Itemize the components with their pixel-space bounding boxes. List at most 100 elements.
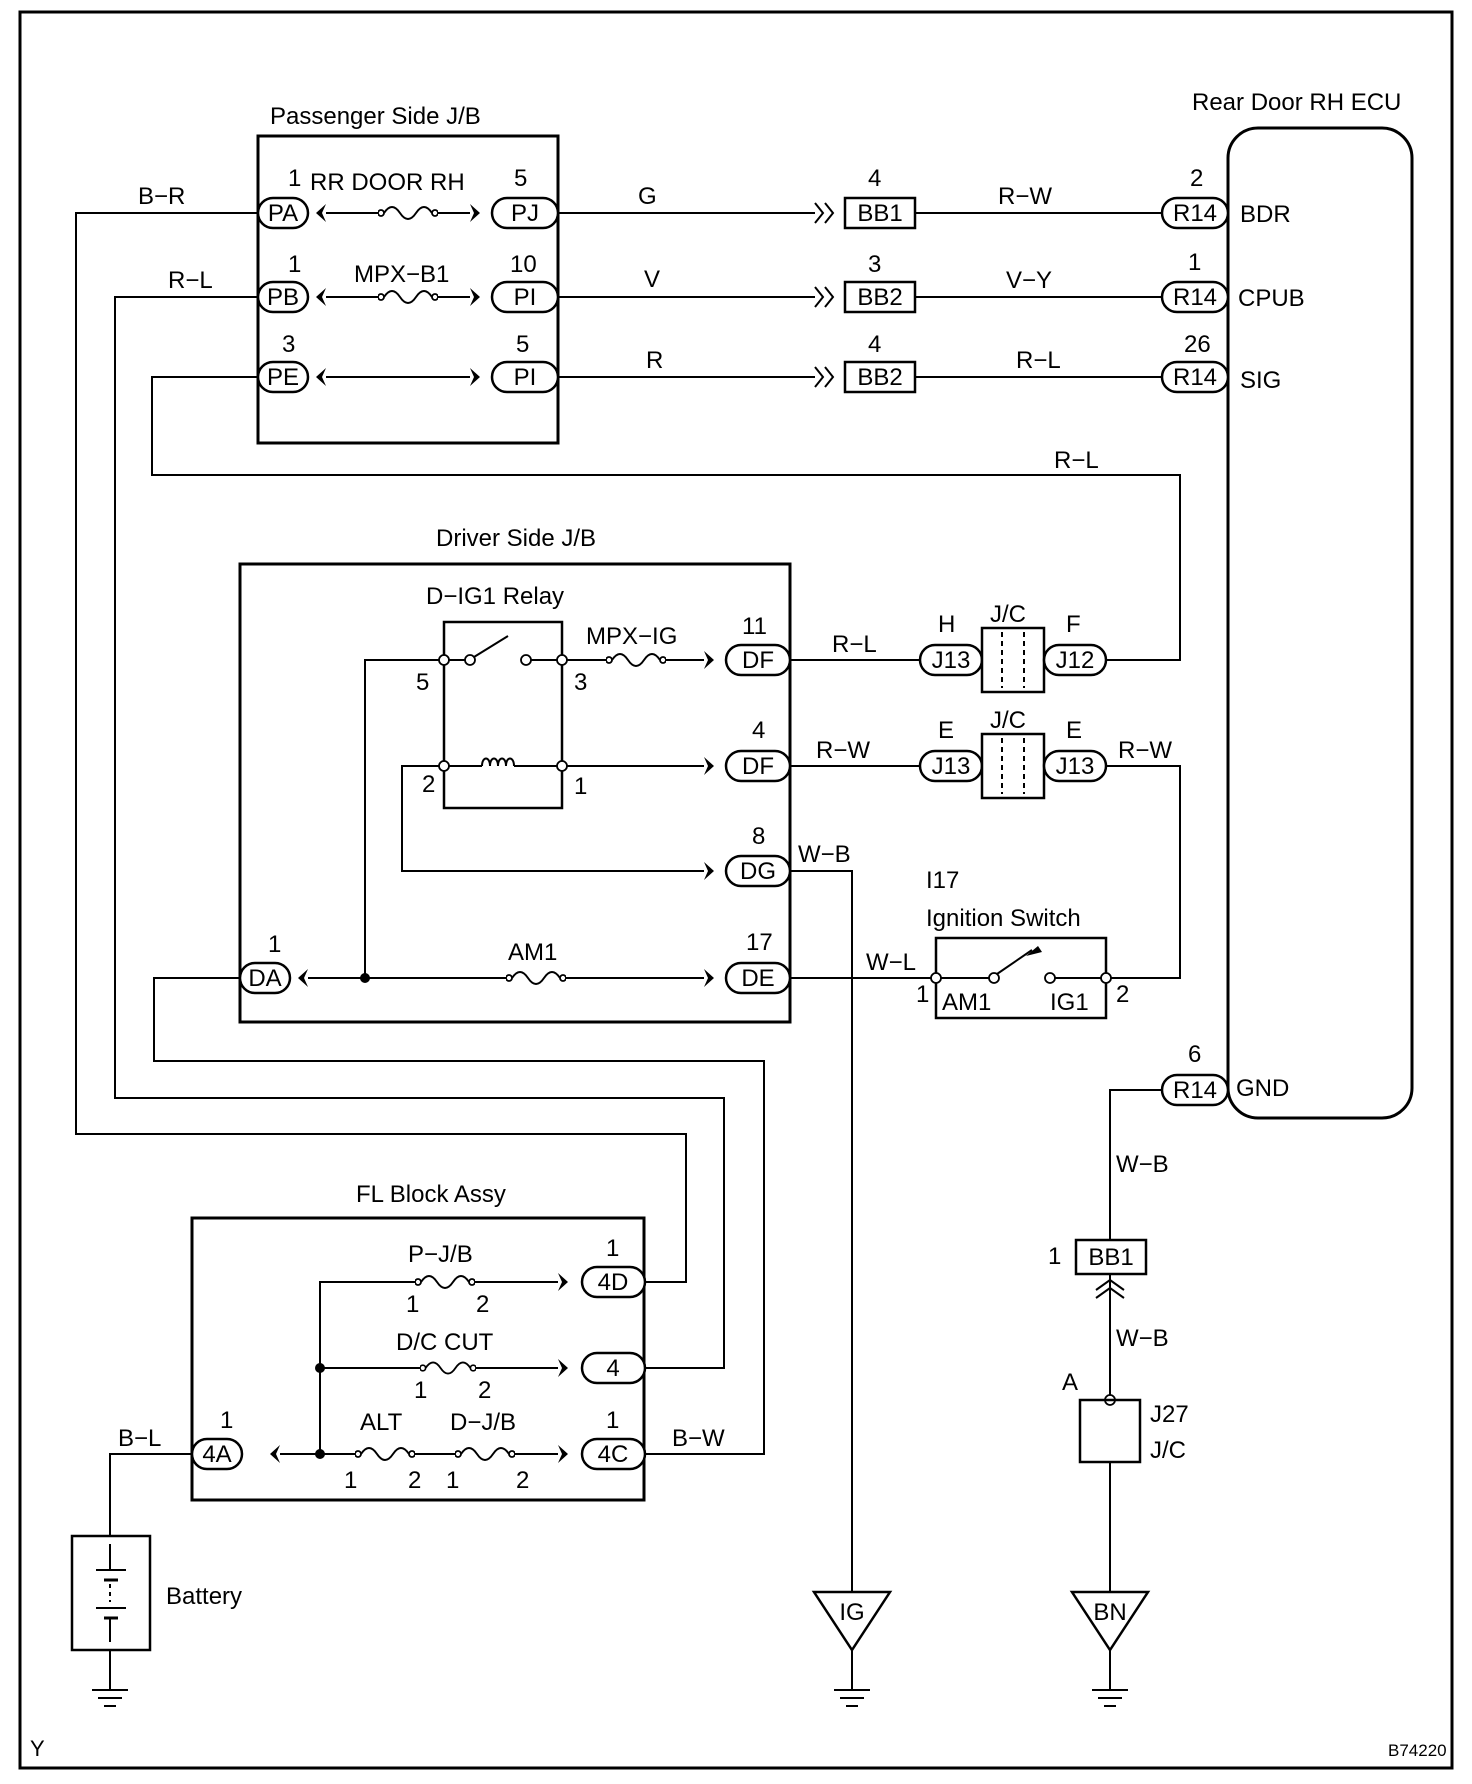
rear-door-ecu-title: Rear Door RH ECU <box>1192 89 1401 116</box>
connector-de-label: DE <box>741 965 774 992</box>
pin-4d: 1 <box>606 1235 619 1262</box>
junction-fl-bottom <box>315 1449 325 1459</box>
connector-pi-10-label: PI <box>514 284 537 311</box>
connector-bb2-mid-label: BB2 <box>857 284 902 311</box>
connector-pe-label: PE <box>267 364 299 391</box>
passenger-to-ecu-wires: G BB1 4 R−W V BB2 3 V−Y R BB2 4 R−L <box>558 165 1162 394</box>
fuse-mpx-b1 <box>378 290 438 304</box>
terminal-gnd: GND <box>1236 1075 1289 1102</box>
pin-j12-f: F <box>1066 611 1081 638</box>
fuse-p-jb-pin-2: 2 <box>476 1291 489 1318</box>
fuse-alt-label: ALT <box>360 1409 403 1436</box>
relay-contact <box>473 635 509 658</box>
wire-color-r-l-df: R−L <box>832 631 877 658</box>
relay-pin-1: 1 <box>574 773 587 800</box>
arrow-pe <box>316 368 326 386</box>
ground-bn-symbol <box>1069 1590 1151 1653</box>
fuse-mpx-ig-label: MPX−IG <box>586 623 677 650</box>
fl-block-box <box>190 1216 646 1502</box>
jc-lower-block <box>980 732 1046 800</box>
figure-id: B74220 <box>1388 1741 1447 1760</box>
pin-r14-gnd: 6 <box>1188 1041 1201 1068</box>
relay-pin-3: 3 <box>574 669 587 696</box>
connector-pi-5-label: PI <box>514 364 537 391</box>
connector-r14-cpub-label: R14 <box>1173 284 1217 311</box>
connector-r14-gnd-label: R14 <box>1173 1077 1217 1104</box>
connector-bb1-top-label: BB1 <box>857 200 902 227</box>
fuse-alt-pin-2: 2 <box>408 1467 421 1494</box>
pin-bb2-low: 4 <box>868 331 881 358</box>
wire-color-r-l-pb: R−L <box>168 267 213 294</box>
connector-pj-label: PJ <box>511 200 539 227</box>
driver-side-jb: Driver Side J/B D−IG1 Relay 5 3 2 1 MPX−… <box>238 525 792 1024</box>
fuse-dc-cut-pin-1: 1 <box>414 1377 427 1404</box>
fuse-d-jb-label: D−J/B <box>450 1409 516 1436</box>
ecu-ground-path: W−B BB1 1 W−B A J27 J/C BN <box>1048 1089 1189 1707</box>
connector-df-11-label: DF <box>742 647 774 674</box>
wire-color-b-w: B−W <box>672 1425 725 1452</box>
wire-color-b-l: B−L <box>118 1425 161 1452</box>
connector-bb2-mid <box>843 280 917 314</box>
ignition-switch-id: I17 <box>926 867 959 894</box>
pin-df-4: 4 <box>752 717 765 744</box>
connector-4-label: 4 <box>606 1355 619 1382</box>
fuse-rr-door-rh <box>378 206 438 220</box>
connector-j13-e-right-label: J13 <box>1056 753 1095 780</box>
fuse-dc-cut-pin-2: 2 <box>478 1377 491 1404</box>
pin-pi-10: 10 <box>510 251 537 278</box>
connector-arrow-bb2-low <box>814 366 835 388</box>
pin-bb1-top: 4 <box>868 165 881 192</box>
ignition-terminal-ig1: IG1 <box>1050 989 1089 1016</box>
pin-j27-a: A <box>1062 1369 1078 1396</box>
connector-4d-label: 4D <box>598 1269 629 1296</box>
relay-coil <box>481 757 515 767</box>
connector-pa-label: PA <box>268 200 298 227</box>
connector-j13-h-label: J13 <box>932 647 971 674</box>
wire-color-r: R <box>646 347 663 374</box>
pin-pj: 5 <box>514 165 527 192</box>
passenger-side-jb: Passenger Side J/B PA 1 RR DOOR RH PJ 5 … <box>256 103 560 445</box>
ground-ig-label: IG <box>839 1599 864 1626</box>
pin-da: 1 <box>268 931 281 958</box>
jc-lower-label: J/C <box>990 707 1026 734</box>
jc-j27-label: J/C <box>1150 1437 1186 1464</box>
wire-color-g: G <box>638 183 657 210</box>
connector-4a-label: 4A <box>202 1441 231 1468</box>
arrow-pa <box>316 204 326 222</box>
arrow-pj <box>470 204 480 222</box>
connector-j12-f-label: J12 <box>1056 647 1095 674</box>
jc-top-block <box>980 626 1046 694</box>
dg-ground-path: W−B IG <box>790 841 893 1707</box>
pin-r14-bdr: 2 <box>1190 165 1203 192</box>
connector-bb1-gnd-label: BB1 <box>1088 1244 1133 1271</box>
fuse-am1-label: AM1 <box>508 939 557 966</box>
connector-arrow-bb2-mid <box>814 286 835 308</box>
fuse-alt-pin-1: 1 <box>344 1467 357 1494</box>
pin-4a: 1 <box>220 1407 233 1434</box>
connector-arrow-bb1 <box>814 202 835 224</box>
arrow-pi-10 <box>470 288 480 306</box>
ground-bn-label: BN <box>1093 1599 1126 1626</box>
connector-da-label: DA <box>248 965 281 992</box>
corner-code-y: Y <box>30 1736 45 1761</box>
pin-bb1-gnd: 1 <box>1048 1243 1061 1270</box>
connector-4 <box>580 1351 647 1385</box>
ignition-pin-2: 2 <box>1116 981 1129 1008</box>
pin-pb: 1 <box>288 251 301 278</box>
fuse-dc-cut-label: D/C CUT <box>396 1329 494 1356</box>
pin-bb2-mid: 3 <box>868 251 881 278</box>
arrow-pb <box>316 288 326 306</box>
wire-color-r-l-sig: R−L <box>1016 347 1061 374</box>
wire-color-r-l-loop: R−L <box>1054 447 1099 474</box>
pin-dg-8: 8 <box>752 823 765 850</box>
ground-ig-symbol <box>811 1590 893 1653</box>
pin-r14-sig: 26 <box>1184 331 1211 358</box>
connector-r14-bdr-label: R14 <box>1173 200 1217 227</box>
jc-top-label: J/C <box>990 601 1026 628</box>
fl-block-title: FL Block Assy <box>356 1181 506 1208</box>
fuse-p-jb-pin-1: 1 <box>406 1291 419 1318</box>
connector-da <box>238 961 292 995</box>
ignition-switch: I17 Ignition Switch W−L 1 AM1 IG1 2 <box>790 867 1129 1020</box>
ignition-switch-title: Ignition Switch <box>926 905 1081 932</box>
left-wire-harness: B−R R−L R−L <box>75 183 1181 1455</box>
